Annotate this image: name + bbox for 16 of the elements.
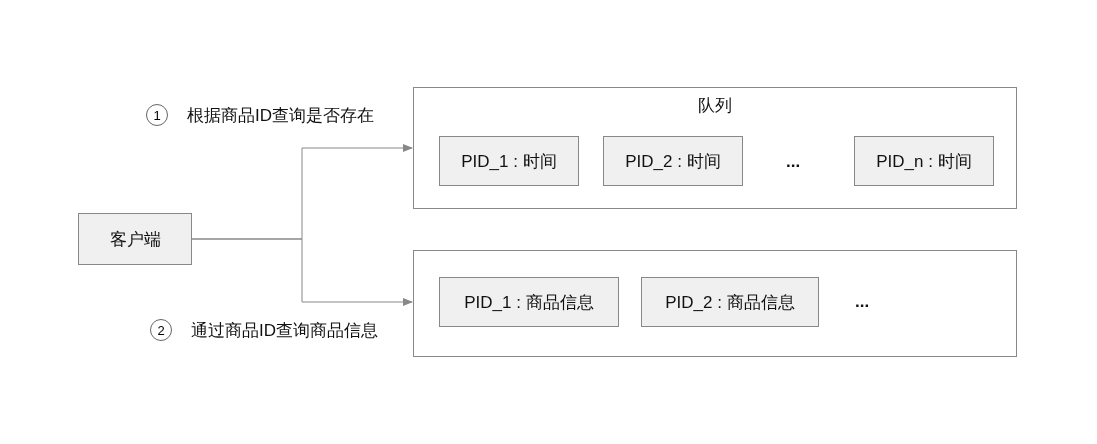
process-box: PID_1 : 商品信息 — [439, 277, 619, 327]
ellipsis: ... — [855, 292, 870, 312]
process-box: PID_1 : 时间 — [439, 136, 579, 186]
callout-number: 1 — [146, 104, 168, 126]
edge-label: 根据商品ID查询是否存在 — [187, 105, 374, 127]
box-title: 队列 — [697, 95, 733, 117]
process-box: PID_2 : 时间 — [603, 136, 743, 186]
process-box: PID_2 : 商品信息 — [641, 277, 819, 327]
ellipsis: ... — [786, 152, 801, 172]
container-box — [413, 87, 1017, 209]
edge-label: 通过商品ID查询商品信息 — [191, 320, 378, 342]
callout-number: 2 — [150, 319, 172, 341]
container-box — [413, 250, 1017, 357]
arrow — [191, 238, 413, 306]
process-box: PID_n : 时间 — [854, 136, 994, 186]
process-box: 客户端 — [78, 213, 192, 265]
